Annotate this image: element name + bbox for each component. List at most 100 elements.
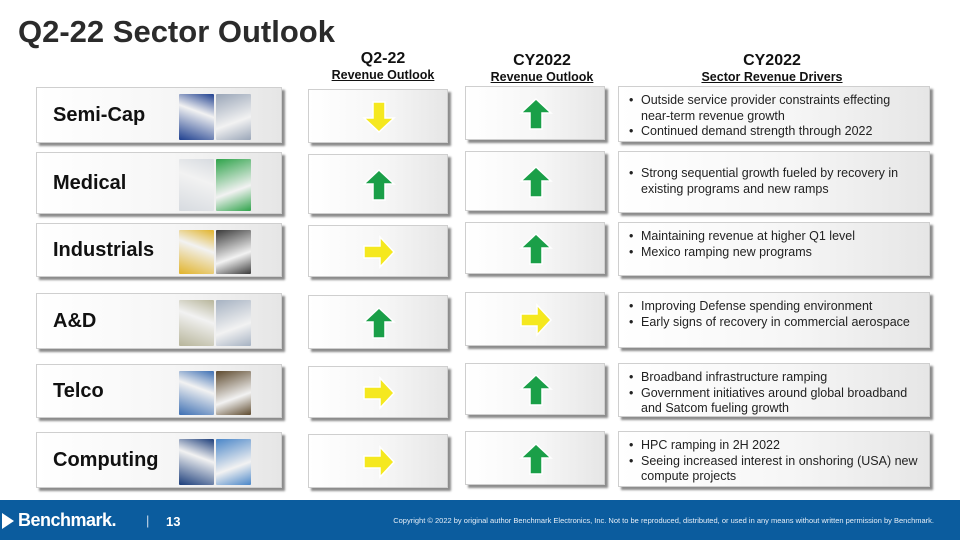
q2-outlook-card — [308, 434, 448, 488]
driver-item: Continued demand strength through 2022 — [627, 124, 919, 140]
drivers-list: Outside service provider constraints eff… — [627, 93, 919, 140]
arrow-shape — [362, 306, 396, 339]
sector-card: A&D — [36, 293, 282, 349]
column-header-drivers: CY2022 Sector Revenue Drivers — [642, 52, 902, 85]
column-header-line1: CY2022 — [743, 52, 801, 69]
sector-card: Semi-Cap — [36, 87, 282, 143]
footer-separator: | — [146, 513, 150, 528]
arrow-up-icon — [519, 232, 553, 266]
sector-name: Industrials — [53, 239, 155, 261]
cy-outlook-card — [465, 363, 605, 415]
column-header-line1: Q2-22 — [360, 50, 406, 67]
arrow-shape — [363, 376, 396, 410]
arrow-up-icon — [519, 97, 553, 131]
sector-card: Telco — [36, 364, 282, 418]
sector-name: Medical — [53, 172, 127, 194]
q2-outlook-card — [308, 89, 448, 143]
drivers-list: Broadband infrastructure rampingGovernme… — [627, 370, 919, 417]
sector-card: Computing — [36, 432, 282, 488]
arrow-down-icon — [362, 100, 396, 134]
sector-photos — [179, 159, 251, 211]
sector-photo — [179, 371, 214, 415]
sector-photo — [179, 159, 214, 211]
sector-photo — [216, 159, 251, 211]
q2-outlook-card — [308, 366, 448, 418]
column-header-line2: Sector Revenue Drivers — [701, 70, 843, 84]
footer-bar: Benchmark. | 13 Copyright © 2022 by orig… — [0, 500, 960, 540]
drivers-card: Strong sequential growth fueled by recov… — [618, 151, 930, 213]
drivers-card: Improving Defense spending environmentEa… — [618, 292, 930, 348]
arrow-shape — [519, 442, 553, 475]
arrow-up-icon — [519, 373, 553, 407]
logo-chevron-icon — [2, 512, 14, 529]
q2-outlook-card — [308, 225, 448, 277]
sector-card: Industrials — [36, 223, 282, 277]
sector-photos — [179, 439, 251, 485]
sector-photo — [216, 230, 251, 274]
sector-name: A&D — [53, 310, 97, 332]
arrow-shape — [519, 373, 553, 406]
drivers-list: Improving Defense spending environmentEa… — [627, 299, 919, 330]
arrow-shape — [519, 97, 553, 130]
arrow-up-icon — [362, 168, 396, 202]
sector-photo — [216, 94, 251, 140]
driver-item: Outside service provider constraints eff… — [627, 93, 919, 124]
benchmark-logo: Benchmark. — [2, 510, 117, 531]
cy-outlook-card — [465, 431, 605, 485]
driver-item: Improving Defense spending environment — [627, 299, 919, 315]
sector-name: Telco — [53, 380, 104, 402]
arrow-up-icon — [519, 442, 553, 476]
sector-photo — [179, 439, 214, 485]
page-number: 13 — [166, 514, 181, 529]
arrow-shape — [363, 235, 396, 269]
arrow-shape — [362, 168, 396, 201]
sector-card: Medical — [36, 152, 282, 214]
arrow-right-icon — [362, 376, 396, 410]
sector-photo — [216, 439, 251, 485]
drivers-card: Maintaining revenue at higher Q1 levelMe… — [618, 222, 930, 276]
driver-item: Broadband infrastructure ramping — [627, 370, 919, 386]
column-header-line1: CY2022 — [513, 52, 571, 69]
sector-photos — [179, 230, 251, 274]
drivers-list: Strong sequential growth fueled by recov… — [627, 166, 919, 197]
sector-photo — [216, 300, 251, 346]
drivers-list: Maintaining revenue at higher Q1 levelMe… — [627, 229, 919, 260]
column-header-line2: Revenue Outlook — [490, 70, 594, 84]
drivers-card: HPC ramping in 2H 2022Seeing increased i… — [618, 431, 930, 487]
driver-item: Mexico ramping new programs — [627, 245, 919, 261]
cy-outlook-card — [465, 86, 605, 140]
column-header-line2: Revenue Outlook — [331, 68, 435, 82]
arrow-shape — [363, 445, 396, 479]
sector-photo — [179, 94, 214, 140]
driver-item: Seeing increased interest in onshoring (… — [627, 454, 919, 485]
copyright-notice: Copyright © 2022 by original author Benc… — [393, 516, 934, 525]
cy-outlook-card — [465, 151, 605, 211]
driver-item: Strong sequential growth fueled by recov… — [627, 166, 919, 197]
q2-outlook-card — [308, 295, 448, 349]
q2-outlook-card — [308, 154, 448, 214]
arrow-shape — [362, 101, 396, 134]
arrow-right-icon — [519, 303, 553, 337]
cy-outlook-card — [465, 222, 605, 274]
sector-photos — [179, 371, 251, 415]
column-header-q2-outlook: Q2-22 Revenue Outlook — [318, 50, 448, 83]
sector-name: Semi-Cap — [53, 104, 146, 126]
arrow-right-icon — [362, 445, 396, 479]
sector-photo — [179, 230, 214, 274]
sector-photos — [179, 300, 251, 346]
arrow-right-icon — [362, 235, 396, 269]
cy-outlook-card — [465, 292, 605, 346]
sector-photos — [179, 94, 251, 140]
sector-photo — [216, 371, 251, 415]
arrow-up-icon — [362, 306, 396, 340]
drivers-card: Broadband infrastructure rampingGovernme… — [618, 363, 930, 417]
drivers-card: Outside service provider constraints eff… — [618, 86, 930, 142]
sector-name: Computing — [53, 449, 159, 471]
driver-item: Maintaining revenue at higher Q1 level — [627, 229, 919, 245]
arrow-up-icon — [519, 165, 553, 199]
column-header-cy-outlook: CY2022 Revenue Outlook — [474, 52, 610, 85]
driver-item: Government initiatives around global bro… — [627, 386, 919, 417]
arrow-shape — [519, 165, 553, 198]
slide-title: Q2-22 Sector Outlook — [18, 14, 335, 49]
driver-item: HPC ramping in 2H 2022 — [627, 438, 919, 454]
